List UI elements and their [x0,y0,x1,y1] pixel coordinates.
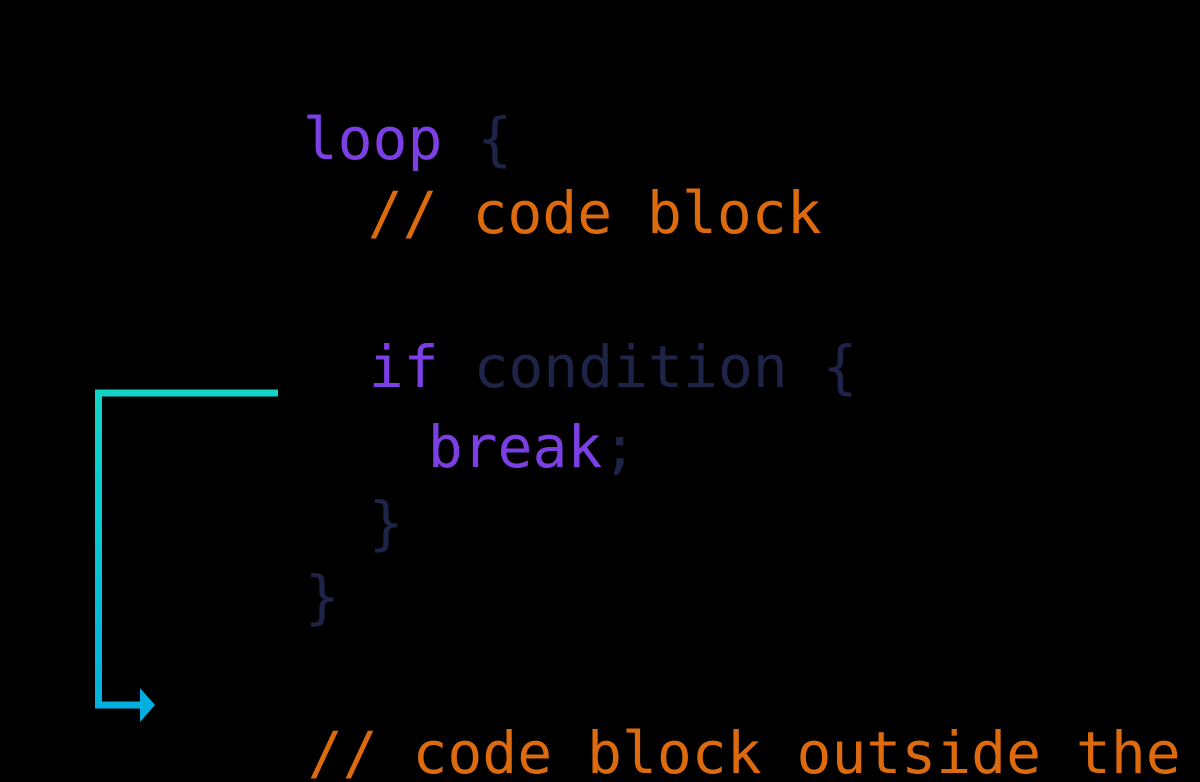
token-comment-outside-loop: // code block outside the loop [307,719,1181,782]
code-line-comment-code-block: // code block [228,126,822,300]
code-line-break: break; [288,360,638,534]
token-loop-keyword: loop [302,105,443,173]
arrowhead-icon [140,688,155,722]
token-if-condition-open: condition { [438,333,858,401]
token-close-brace-outer: } [304,563,340,631]
token-close-brace-inner: } [368,489,404,557]
code-line-close-brace-outer: } [165,510,340,684]
token-break-keyword: break [427,413,603,481]
code-line-close-brace-inner: } [229,436,404,610]
code-line-loop: loop { [163,52,513,226]
code-line-if-condition: if condition { [229,280,858,454]
token-comment-code-block: // code block [367,179,822,247]
token-loop-open-brace: { [442,105,513,173]
token-if-keyword: if [368,333,439,401]
token-break-semicolon: ; [602,413,638,481]
code-line-comment-outside-loop: // code block outside the loop [168,666,1200,782]
